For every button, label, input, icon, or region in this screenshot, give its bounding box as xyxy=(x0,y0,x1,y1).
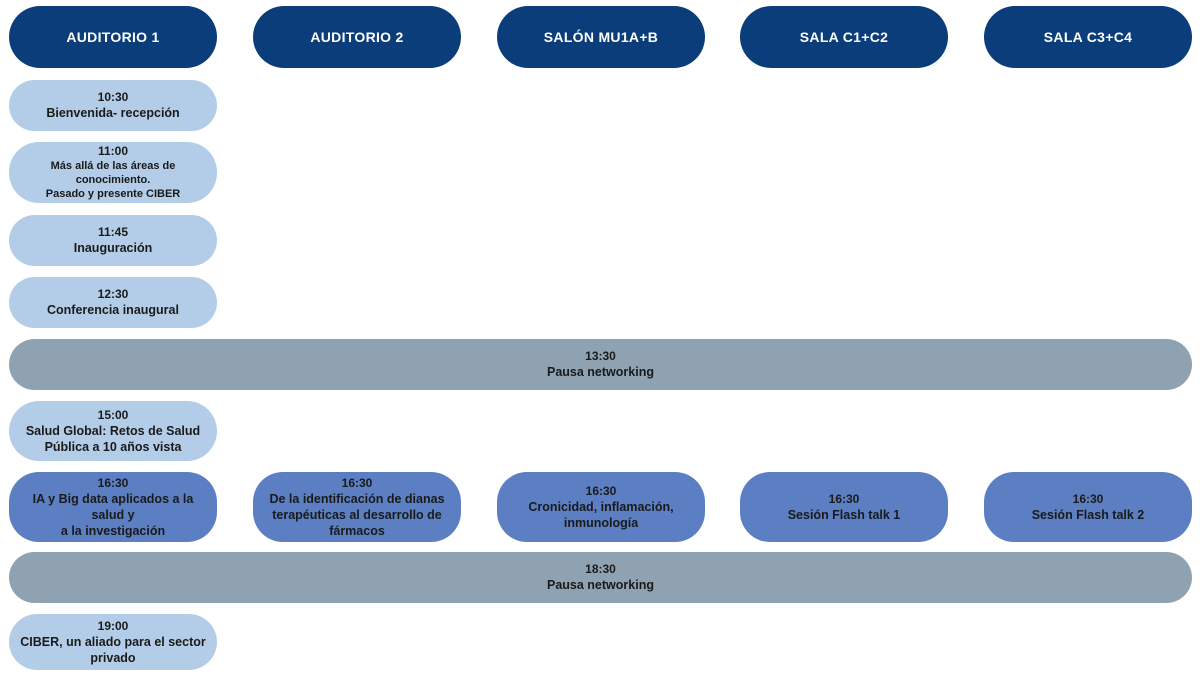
break-networking-1330: 13:30 Pausa networking xyxy=(9,339,1192,390)
session-title-line-1: CIBER, un aliado para el sector xyxy=(20,634,206,649)
session-conferencia-inaugural: 12:30 Conferencia inaugural xyxy=(9,277,217,328)
session-title-line-2: terapéuticas al desarrollo de xyxy=(272,507,442,522)
session-time: 19:00 xyxy=(97,618,129,633)
session-title-line-2: a la investigación xyxy=(60,523,166,538)
session-ia-big-data: 16:30 IA y Big data aplicados a la salud… xyxy=(9,472,217,542)
session-title-line-1: De la identificación de dianas xyxy=(269,491,445,506)
room-header-auditorio-2: AUDITORIO 2 xyxy=(253,6,461,68)
room-header-auditorio-1: AUDITORIO 1 xyxy=(9,6,217,68)
session-title: Pausa networking xyxy=(547,578,654,592)
session-title-line-1: IA y Big data aplicados a la salud y xyxy=(32,491,194,522)
session-time: 16:30 xyxy=(828,491,860,506)
session-title: Conferencia inaugural xyxy=(47,303,179,317)
session-title: Inauguración xyxy=(73,241,153,255)
session-title: Bienvenida- recepción xyxy=(46,106,180,120)
room-header-sala-c3c4: SALA C3+C4 xyxy=(984,6,1192,68)
session-time: 12:30 xyxy=(97,287,129,301)
session-title-line-2: Pasado y presente CIBER xyxy=(45,188,181,200)
session-time: 11:45 xyxy=(97,225,129,239)
session-time: 16:30 xyxy=(97,475,129,490)
session-bienvenida: 10:30 Bienvenida- recepción xyxy=(9,80,217,131)
session-title-line-3: fármacos xyxy=(329,523,385,538)
session-time: 15:00 xyxy=(97,407,129,422)
session-title-line-2: privado xyxy=(90,650,136,665)
session-title: Sesión Flash talk 2 xyxy=(1031,507,1145,522)
session-time: 13:30 xyxy=(585,349,616,363)
session-time: 16:30 xyxy=(341,475,373,490)
session-time: 10:30 xyxy=(97,90,129,104)
session-time: 11:00 xyxy=(97,144,129,158)
room-header-salon-mu1ab: SALÓN MU1A+B xyxy=(497,6,705,68)
session-title-line-1: Cronicidad, inflamación, xyxy=(528,499,674,514)
room-header-sala-c1c2: SALA C1+C2 xyxy=(740,6,948,68)
session-inauguracion: 11:45 Inauguración xyxy=(9,215,217,266)
session-flash-talk-2: 16:30 Sesión Flash talk 2 xyxy=(984,472,1192,542)
session-title: Pausa networking xyxy=(547,365,654,379)
session-title-line-1: Más allá de las áreas de conocimiento. xyxy=(50,160,176,186)
session-ciber-aliado: 19:00 CIBER, un aliado para el sector pr… xyxy=(9,614,217,670)
session-title-line-2: Pública a 10 años vista xyxy=(44,439,182,454)
session-flash-talk-1: 16:30 Sesión Flash talk 1 xyxy=(740,472,948,542)
session-cronicidad: 16:30 Cronicidad, inflamación, inmunolog… xyxy=(497,472,705,542)
session-mas-alla: 11:00 Más allá de las áreas de conocimie… xyxy=(9,142,217,203)
session-time: 16:30 xyxy=(1072,491,1104,506)
break-networking-1830: 18:30 Pausa networking xyxy=(9,552,1192,603)
session-title: Sesión Flash talk 1 xyxy=(787,507,901,522)
session-dianas-terapeuticas: 16:30 De la identificación de dianas ter… xyxy=(253,472,461,542)
session-time: 18:30 xyxy=(585,562,616,576)
session-title-line-1: Salud Global: Retos de Salud xyxy=(25,423,201,438)
session-title-line-2: inmunología xyxy=(563,515,639,530)
session-time: 16:30 xyxy=(585,483,617,498)
session-salud-global: 15:00 Salud Global: Retos de Salud Públi… xyxy=(9,401,217,461)
